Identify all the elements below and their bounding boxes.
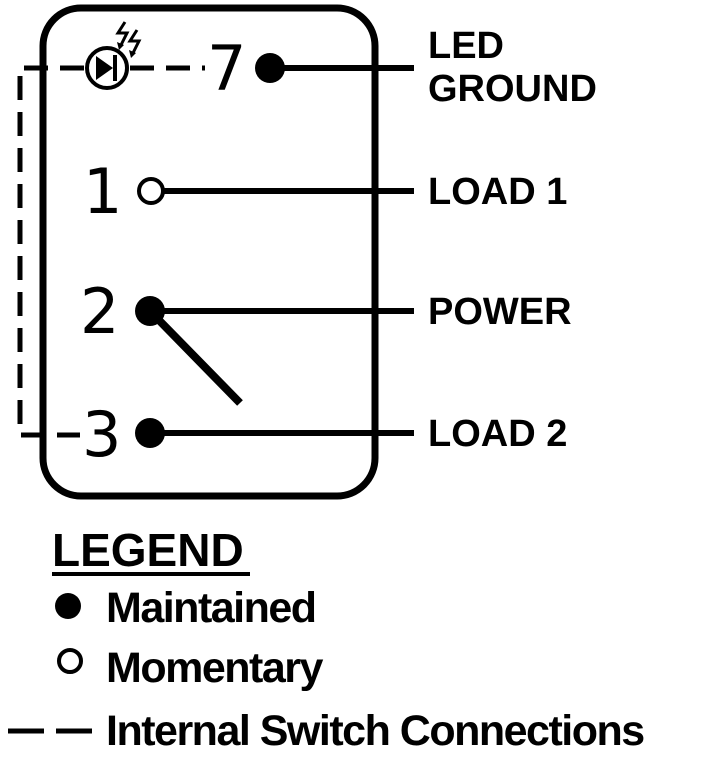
pin-1-number: 1 (83, 155, 122, 228)
load-2-label: LOAD 2 (428, 413, 567, 455)
led-icon (85, 46, 129, 90)
pin-7-number: 7 (207, 32, 246, 105)
light-emission-icon (115, 21, 142, 58)
load-1-label: LOAD 1 (428, 171, 567, 213)
led-ground-label-line2: GROUND (428, 68, 597, 110)
legend-maintained-text: Maintained (106, 584, 316, 632)
legend-maintained-icon (55, 593, 81, 619)
legend-internal-text: Internal Switch Connections (106, 707, 644, 755)
led-ground-label-line1: LED (428, 25, 504, 67)
pin-1-terminal-momentary (137, 177, 165, 205)
legend-momentary-icon (57, 648, 83, 674)
legend-title: LEGEND (52, 524, 244, 576)
pin-3-number: 3 (82, 398, 121, 471)
pin-2-number: 2 (80, 275, 119, 348)
switch-housing (39, 4, 379, 500)
internal-connection-dashed (17, 65, 84, 438)
power-label: POWER (428, 291, 572, 333)
switch-blade (147, 308, 243, 406)
legend-momentary-text: Momentary (106, 644, 323, 692)
